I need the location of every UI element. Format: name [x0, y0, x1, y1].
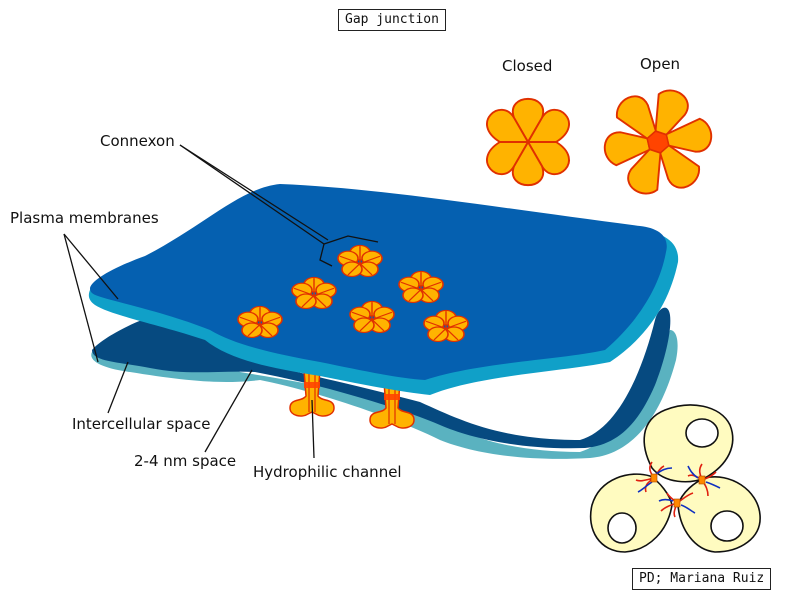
diagram-title: Gap junction [338, 9, 446, 31]
label-open: Open [640, 55, 680, 73]
label-connexon: Connexon [100, 132, 175, 150]
nucleus-right [710, 510, 744, 542]
upper-membrane-surface [90, 184, 667, 380]
label-closed: Closed [502, 57, 552, 75]
open-connexon [603, 89, 713, 195]
label-nm-space: 2-4 nm space [134, 452, 236, 470]
label-intercellular-space: Intercellular space [72, 415, 211, 433]
cell-left [589, 473, 673, 553]
open-pore [646, 130, 670, 154]
credit-label: PD; Mariana Ruiz [632, 568, 772, 590]
leader-lines [63, 144, 379, 459]
nucleus-top [685, 418, 719, 448]
label-plasma-membranes: Plasma membranes [10, 209, 159, 227]
cell-top [643, 404, 734, 483]
closed-connexon [486, 97, 570, 187]
junction-flux-arrows [635, 461, 721, 518]
cell-cluster-inset [589, 404, 761, 553]
nucleus-left [607, 512, 637, 544]
label-hydrophilic-channel: Hydrophilic channel [253, 463, 402, 481]
upper-plasma-membrane [88, 184, 679, 395]
